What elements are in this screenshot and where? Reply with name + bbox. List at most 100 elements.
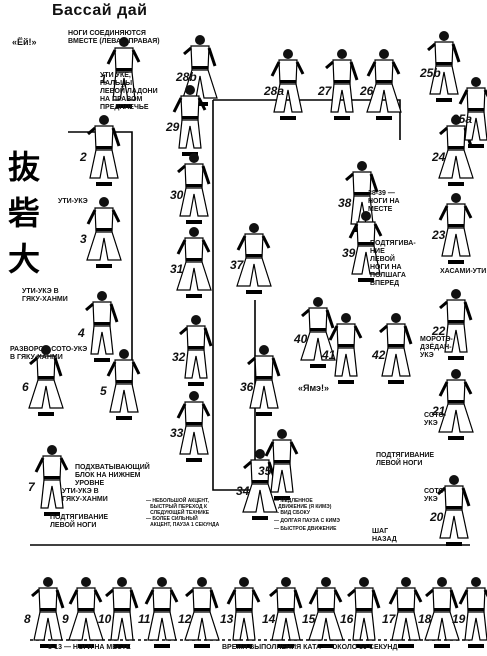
label-podtyag-forward: ПОДТЯГИВА- НИЕ ЛЕВОЙ НОГИ НА ПОЛШАГА ВПЕ… xyxy=(370,240,416,287)
karateka-figure xyxy=(366,49,402,120)
label-uti-uke: УТИ-УКЭ xyxy=(58,198,88,205)
step-number-6: 6 xyxy=(22,380,29,394)
karateka-figure xyxy=(176,391,211,462)
label-morote: МОРОТЭ- ДЗЁДАН- УКЭ xyxy=(420,336,453,359)
step-number-2: 2 xyxy=(80,150,87,164)
step-number-32: 32 xyxy=(172,350,186,364)
top-row-path xyxy=(213,99,401,140)
label-yame: «Ямэ!» xyxy=(298,383,329,393)
label-soto-uke-2: СОТО- УКЭ xyxy=(424,488,447,503)
label-legs-in-place-38-39: 38-39 — НОГИ НА МЕСТЕ xyxy=(368,190,400,213)
step-number-27: 27 xyxy=(318,84,332,98)
karateka-figure xyxy=(179,315,213,386)
karateka-figure xyxy=(379,313,413,384)
label-podhvat: ПОДХВАТЫВАЮЩИЙ БЛОК НА НИЖНЕМ УРОВНЕ xyxy=(75,464,150,487)
step-number-34: 34 xyxy=(236,484,250,498)
label-uti-uke-gyaku-2: УТИ-УКЭ В ГЯКУ-ХАНМИ xyxy=(62,488,108,503)
label-podtyag-left: ПОДТЯГИВАНИЕ ЛЕВОЙ НОГИ xyxy=(50,514,109,529)
step-number-7: 7 xyxy=(28,480,35,494)
step-number-35: 35 xyxy=(258,464,272,478)
karateka-figure xyxy=(85,291,119,362)
step-number-26: 26 xyxy=(360,84,374,98)
karateka-figure xyxy=(438,193,473,264)
step-number-25b: 25b xyxy=(420,66,441,80)
karateka-figure xyxy=(236,223,272,294)
center-column-path xyxy=(212,100,256,491)
karateka-figure xyxy=(34,445,69,516)
karateka-figure xyxy=(347,577,381,648)
label-uti-uke-gyaku: УТИ-УКЭ В ГЯКУ-ХАНМИ xyxy=(22,288,68,303)
karateka-figure xyxy=(269,577,303,648)
step-number-42: 42 xyxy=(372,348,386,362)
karateka-figure xyxy=(144,577,179,648)
karateka-figure xyxy=(458,77,487,148)
step-number-9: 9 xyxy=(62,612,69,626)
step-number-22: 22 xyxy=(432,324,446,338)
legend: — НЕБОЛЬШОЙ АКЦЕНТ, БЫСТРЫЙ ПЕРЕХОД К СЛ… xyxy=(134,498,354,538)
step-number-30: 30 xyxy=(170,188,184,202)
karateka-figure xyxy=(68,577,104,648)
step-number-12: 12 xyxy=(178,612,192,626)
karateka-figure xyxy=(226,577,261,648)
legend-item-0: — НЕБОЛЬШОЙ АКЦЕНТ, БЫСТРЫЙ ПЕРЕХОД К СЛ… xyxy=(146,498,210,516)
kanji-3: 大 xyxy=(8,240,41,278)
step-number-28a: 28a xyxy=(264,84,285,98)
step-number-29: 29 xyxy=(166,120,180,134)
step-number-14: 14 xyxy=(262,612,276,626)
step-number-20: 20 xyxy=(430,510,444,524)
step-number-13: 13 xyxy=(220,612,234,626)
karateka-figure xyxy=(270,49,305,120)
step-number-36: 36 xyxy=(240,380,254,394)
legend-item-5: — БЫСТРОЕ ДВИЖЕНИЕ xyxy=(274,526,337,532)
step-number-33: 33 xyxy=(170,426,184,440)
karateka-figure xyxy=(247,345,281,416)
karateka-figure xyxy=(427,31,461,102)
karateka-figure xyxy=(437,475,471,546)
label-soto-uke: СОТО- УКЭ xyxy=(424,412,447,427)
step-number-19: 19 xyxy=(452,612,466,626)
step-number-39: 39 xyxy=(342,246,356,260)
legend-item-3: — ВИД СБОКУ xyxy=(274,510,310,516)
karateka-figure xyxy=(86,197,122,268)
step-number-28b: 28b xyxy=(176,70,197,84)
karateka-figure xyxy=(87,115,121,186)
karateka-figure xyxy=(176,227,212,298)
step-number-38: 38 xyxy=(338,196,352,210)
step-number-18: 18 xyxy=(418,612,432,626)
step-number-16: 16 xyxy=(340,612,354,626)
step-number-8: 8 xyxy=(24,612,31,626)
karateka-figure xyxy=(106,37,141,108)
step-number-21: 21 xyxy=(432,404,446,418)
karateka-figure xyxy=(308,577,344,648)
label-uti-uke-palm: УТИ УКЕ, ПАЛЬЦЫ ЛЕВОЙ ЛАДОНИ НА ПРАВОМ П… xyxy=(100,72,158,111)
karateka-figure xyxy=(438,115,474,186)
step-number-25a: 25a xyxy=(452,112,473,126)
page-title: Бассай дай xyxy=(52,2,148,19)
karateka-figure xyxy=(388,577,423,648)
label-shag-nazad: ШАГ НАЗАД xyxy=(372,528,397,543)
legend-item-1: — БОЛЕЕ СИЛЬНЫЙ АКЦЕНТ, ПАУЗА 1 СЕКУНДА xyxy=(146,516,220,528)
karateka-figure xyxy=(28,345,64,416)
kanji-2: 砦 xyxy=(8,194,41,232)
label-legs-together: НОГИ СОЕДИНЯЮТСЯ ВМЕСТЕ (ЛЕВАЯ-ПРАВАЯ) xyxy=(68,30,160,45)
step-number-11: 11 xyxy=(138,612,151,626)
karateka-figure xyxy=(328,313,363,384)
karateka-figure xyxy=(438,369,474,440)
label-legs-8-13: 8-13 — НОГИ НА МЕСТЕ xyxy=(48,644,131,651)
karateka-figure xyxy=(242,449,278,520)
label-hasami: ХАСАМИ-УТИ xyxy=(440,268,487,275)
label-razvorot: РАЗВОРОТ, СОТО-УКЭ В ГЯКУ-ХАНМИ xyxy=(10,346,88,361)
step-number-17: 17 xyxy=(382,612,396,626)
karateka-figure xyxy=(264,429,299,500)
karateka-figure xyxy=(184,577,220,648)
karateka-figure xyxy=(172,85,207,156)
step-number-40: 40 xyxy=(294,332,308,346)
step-number-23: 23 xyxy=(432,228,446,242)
step-number-10: 10 xyxy=(98,612,112,626)
legend-item-2: — МЕДЛЕННОЕ ДВИЖЕНИЕ (Я КИМЭ) xyxy=(274,498,332,510)
step-number-5: 5 xyxy=(100,384,107,398)
karateka-figure xyxy=(458,577,487,648)
karateka-figure xyxy=(348,211,383,282)
legend-item-4: — ДОЛГАЯ ПАУЗА С КИМЭ xyxy=(274,518,340,524)
